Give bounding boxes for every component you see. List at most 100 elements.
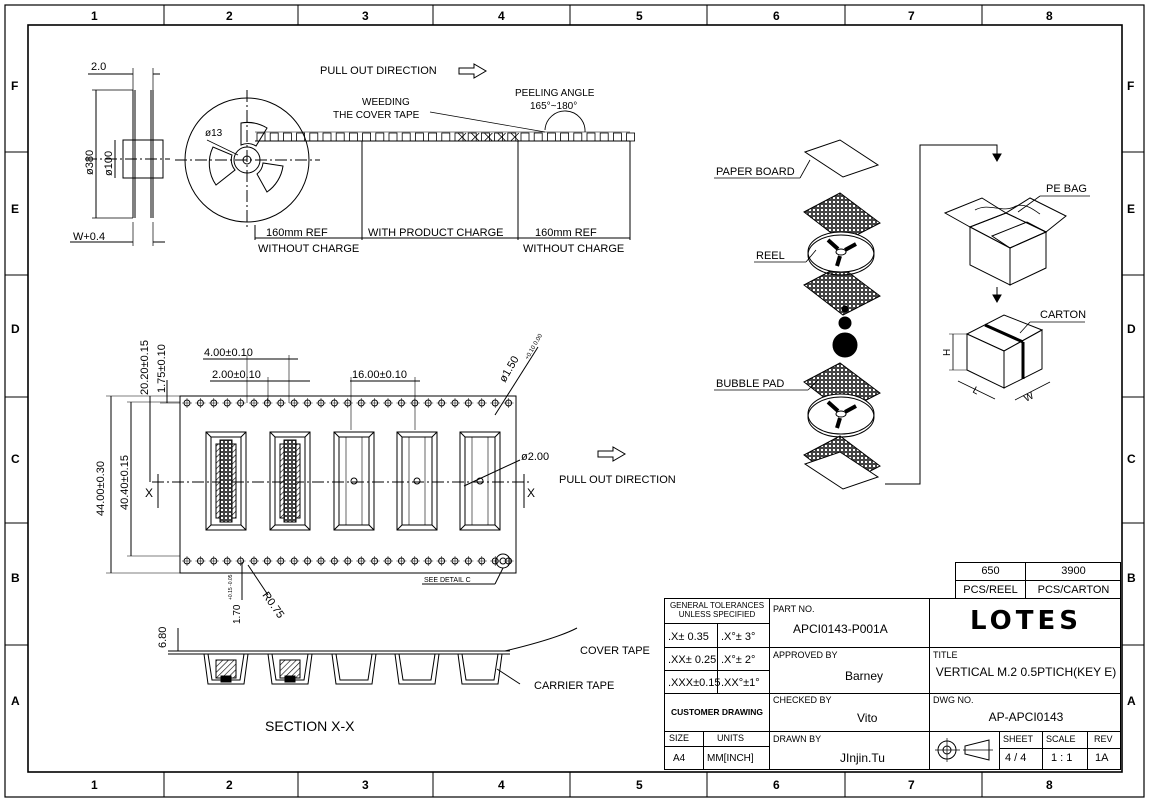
part-no-value: APCI0143-P001A bbox=[793, 622, 888, 636]
dim-2-00: 2.00±0.10 bbox=[212, 369, 261, 381]
tape-pocket bbox=[626, 132, 635, 142]
tape-pocket bbox=[348, 132, 358, 142]
carrier-tape-label: CARRIER TAPE bbox=[534, 680, 614, 692]
tape-pockets bbox=[256, 132, 635, 142]
qty-per-reel: 650 bbox=[956, 563, 1026, 581]
ref-right-sub: WITHOUT CHARGE bbox=[523, 243, 624, 255]
section-pocket bbox=[457, 653, 503, 685]
zone-column-label: 3 bbox=[362, 9, 369, 23]
zone-column-label: 7 bbox=[908, 9, 915, 23]
dwg-no-header: DWG NO. bbox=[933, 695, 974, 705]
section-x-x-view bbox=[168, 627, 578, 685]
title-header: TITLE bbox=[933, 650, 958, 660]
section-mark-x-right: X bbox=[527, 486, 535, 500]
zone-row-label: A bbox=[11, 694, 20, 708]
zone-row-label: B bbox=[1127, 571, 1136, 585]
zone-column-label: 3 bbox=[362, 778, 369, 792]
tape-cavity bbox=[269, 431, 311, 531]
dim-w-plus-0-4: W+0.4 bbox=[73, 231, 105, 243]
quantity-table: 650 3900 PCS/REEL PCS/CARTON bbox=[955, 562, 1121, 599]
pull-out-direction-label-2: PULL OUT DIRECTION bbox=[559, 474, 676, 486]
checked-by-header: CHECKED BY bbox=[773, 695, 832, 705]
size-value: A4 bbox=[673, 753, 686, 764]
scale-header: SCALE bbox=[1046, 734, 1076, 744]
tol-xxx: .XXX±0.15 bbox=[668, 677, 721, 689]
reel-label: REEL bbox=[756, 250, 785, 262]
qty-reel-unit: PCS/REEL bbox=[956, 581, 1026, 599]
qty-carton-unit: PCS/CARTON bbox=[1037, 584, 1110, 596]
section-pocket bbox=[267, 653, 313, 685]
arrow-right-icon bbox=[597, 446, 626, 462]
section-part bbox=[279, 659, 301, 679]
section-part-base bbox=[284, 675, 296, 683]
tape-pocket bbox=[533, 132, 543, 142]
tape-pocket-cross bbox=[510, 132, 520, 142]
tape-strip bbox=[254, 110, 631, 240]
tape-pocket bbox=[362, 132, 372, 142]
section-pocket-inner bbox=[335, 653, 373, 681]
company-logo: LOTES bbox=[970, 606, 1082, 636]
drawn-by-header: DRAWN BY bbox=[773, 734, 822, 744]
ref-left-label: 160mm REF bbox=[266, 227, 328, 239]
tb-grid-line bbox=[665, 693, 1120, 694]
zone-column-label: 8 bbox=[1046, 9, 1053, 23]
dim-44-00: 44.00±0.30 bbox=[95, 461, 107, 516]
tape-pocket-cross bbox=[497, 132, 506, 142]
cover-tape-label: COVER TAPE bbox=[580, 645, 650, 657]
tape-cavity bbox=[459, 431, 501, 531]
gt-label-2: UNLESS SPECIFIED bbox=[678, 610, 756, 619]
tape-pocket bbox=[520, 132, 530, 142]
customer-drawing-label: CUSTOMER DRAWING bbox=[671, 707, 763, 717]
dim-1-70: 1.70 bbox=[232, 604, 243, 624]
tape-cavities bbox=[205, 431, 501, 531]
tape-pocket bbox=[401, 132, 411, 142]
tape-pocket bbox=[467, 132, 477, 142]
drawing-frame bbox=[4, 4, 1145, 798]
tape-pocket bbox=[586, 132, 596, 142]
zone-column-label: 1 bbox=[91, 778, 98, 792]
tape-pocket bbox=[547, 132, 556, 142]
tape-pocket-cross bbox=[457, 132, 467, 142]
dim-dia-1-50-tol: +0.10 0.00 bbox=[525, 333, 545, 361]
tape-pocket-cross bbox=[484, 132, 493, 142]
tape-pocket bbox=[322, 132, 332, 142]
zone-column-label: 6 bbox=[773, 778, 780, 792]
tape-pocket bbox=[599, 132, 609, 142]
section-pocket-inner bbox=[398, 653, 436, 681]
tb-grid-line bbox=[1042, 731, 1043, 769]
zone-column-label: 8 bbox=[1046, 778, 1053, 792]
section-part bbox=[215, 659, 237, 679]
tape-pocket bbox=[309, 132, 319, 142]
tol-xx-angle: .X°± 2° bbox=[721, 654, 756, 666]
carrier-tape-top-view bbox=[106, 346, 539, 600]
tol-x-angle: .X°± 3° bbox=[721, 631, 756, 643]
zone-row-label: F bbox=[1127, 79, 1134, 93]
qty-per-carton: 3900 bbox=[1026, 563, 1121, 581]
with-product-label: WITH PRODUCT CHARGE bbox=[368, 227, 503, 239]
units-value: MM[INCH] bbox=[707, 753, 754, 764]
zone-row-label: F bbox=[11, 79, 18, 93]
dim-dia-380: ø380 bbox=[84, 150, 96, 175]
section-pocket bbox=[203, 653, 249, 685]
tape-pocket bbox=[560, 132, 569, 142]
tb-grid-line bbox=[999, 748, 1120, 749]
bubble-pad-label: BUBBLE PAD bbox=[716, 378, 784, 390]
pull-out-direction-label: PULL OUT DIRECTION bbox=[320, 65, 437, 77]
carton-box bbox=[949, 314, 1085, 401]
tb-grid-line bbox=[703, 731, 704, 769]
size-header: SIZE bbox=[669, 733, 690, 743]
section-pocket bbox=[394, 653, 440, 685]
dim-r0-75: R0.75 bbox=[260, 590, 287, 621]
dim-dia-2-00: ø2.00 bbox=[521, 451, 549, 463]
tape-pocket bbox=[269, 132, 279, 142]
dim-16-00: 16.00±0.10 bbox=[352, 369, 407, 381]
peeling-angle-value: 165°~180° bbox=[530, 101, 577, 112]
zone-column-label: 7 bbox=[908, 778, 915, 792]
zone-column-label: 2 bbox=[226, 778, 233, 792]
approved-by-value: Barney bbox=[845, 669, 884, 683]
zone-column-label: 5 bbox=[636, 9, 643, 23]
rev-value: 1A bbox=[1095, 752, 1109, 764]
dim-4-00: 4.00±0.10 bbox=[204, 347, 253, 359]
